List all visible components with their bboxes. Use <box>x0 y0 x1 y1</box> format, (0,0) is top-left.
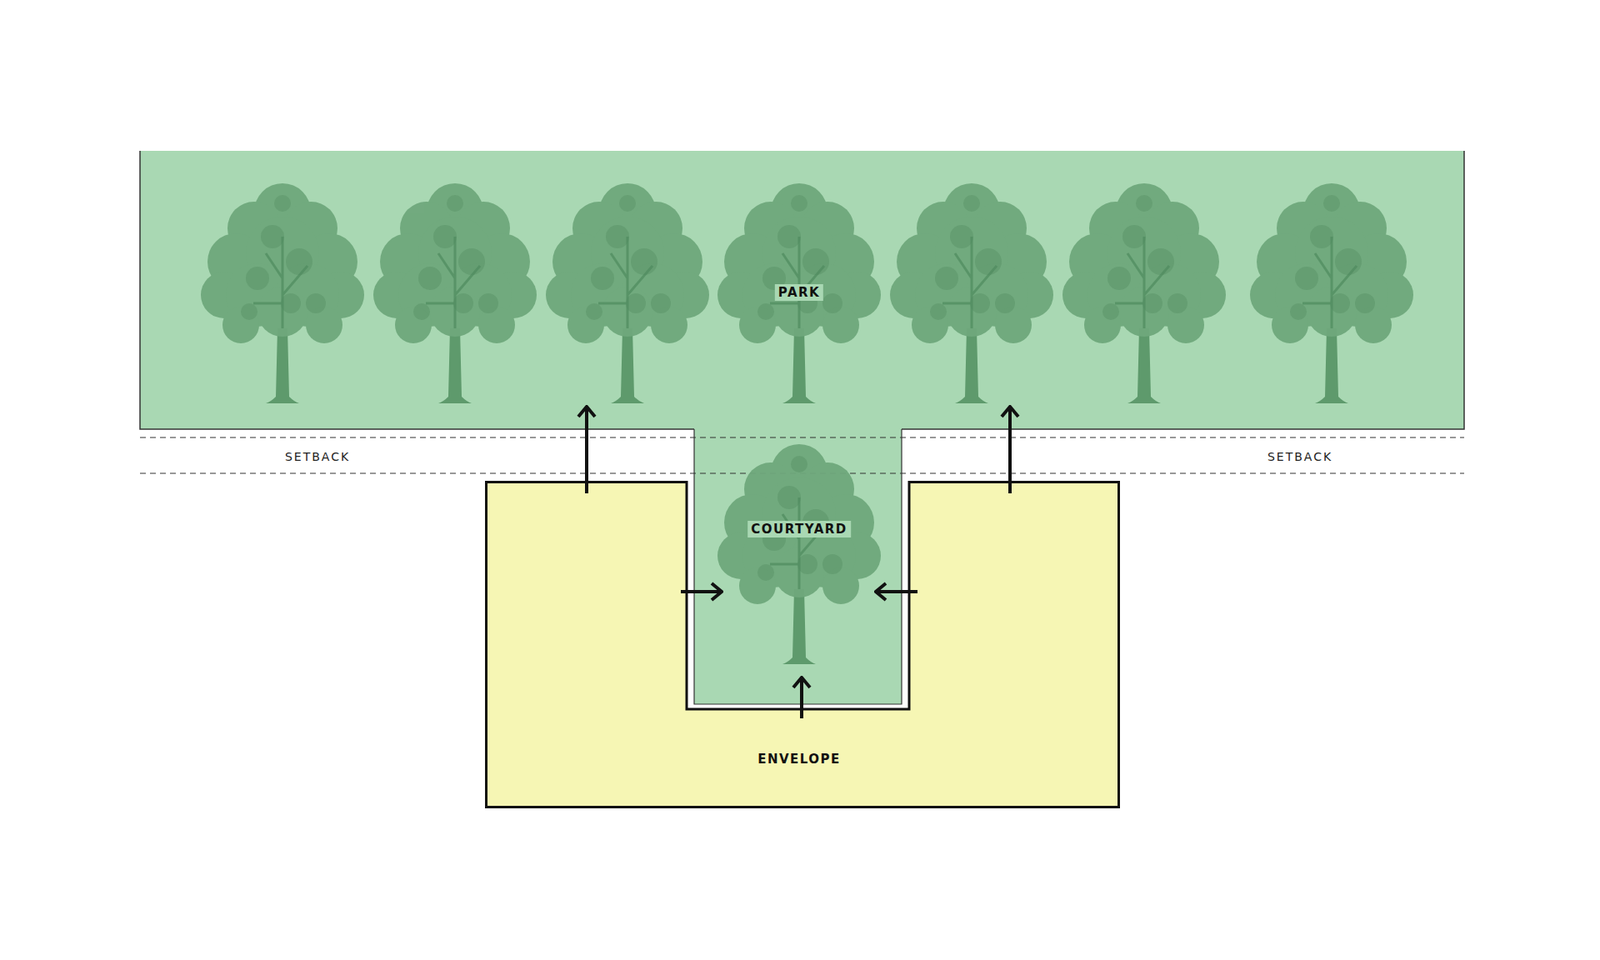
tree <box>545 183 710 404</box>
setback-label: SETBACK <box>282 450 353 464</box>
flow-arrow <box>680 590 722 594</box>
tree <box>1250 183 1414 404</box>
region-label: PARK <box>775 284 824 301</box>
flow-arrow <box>1008 406 1012 494</box>
flow-arrow <box>800 677 804 719</box>
tree <box>1062 183 1226 404</box>
tree <box>717 444 881 665</box>
courtyard-ground <box>694 428 902 705</box>
region-label: COURTYARD <box>747 520 851 538</box>
envelope-shape: ENVELOPE <box>485 480 1120 809</box>
flow-arrow <box>875 590 918 594</box>
region-label: ENVELOPE <box>754 750 845 768</box>
envelope-fill <box>486 482 1120 808</box>
courtyard-box: COURTYARD <box>694 429 902 705</box>
park-band: PARK <box>140 150 1465 430</box>
flow-arrow <box>585 406 589 494</box>
tree <box>373 183 537 404</box>
park-outline <box>140 150 1465 430</box>
tree <box>200 183 365 404</box>
setback-label: SETBACK <box>1265 450 1335 464</box>
tree <box>890 183 1054 404</box>
tree <box>717 183 881 404</box>
courtyard-outline <box>694 429 902 705</box>
park-ground <box>140 150 1465 430</box>
setback-line <box>140 436 1465 438</box>
